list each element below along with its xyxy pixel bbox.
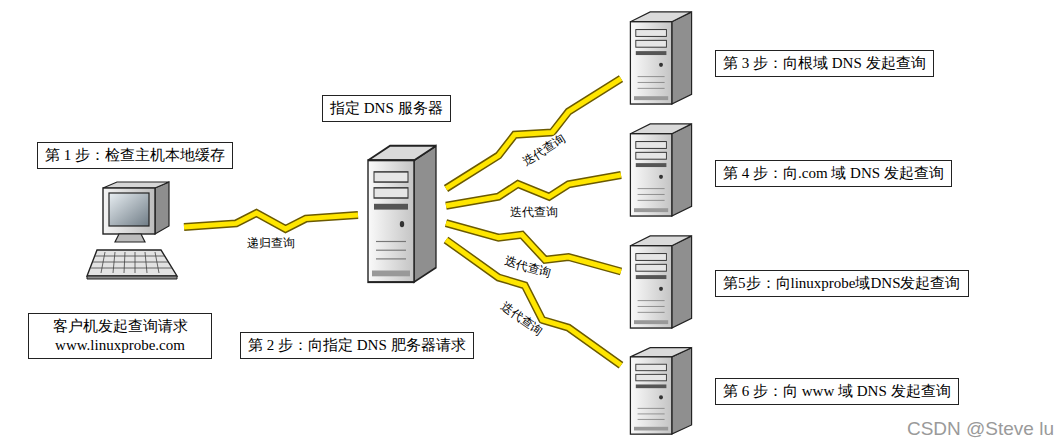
step-label: 第 2 步：向指定 DNS 肥务器请求	[240, 332, 474, 359]
server-icon	[625, 232, 697, 330]
dns-server: 第5步：向linuxprobe域DNS发起查询	[625, 232, 697, 330]
lightning-link	[446, 79, 621, 189]
step-label: 客户机发起查询请求 www.linuxprobe.com	[28, 313, 212, 359]
edge-label: 迭代查询	[501, 253, 555, 280]
server-icon	[362, 140, 442, 285]
dns-server: 指定 DNS 服务器第 2 步：向指定 DNS 肥务器请求	[362, 140, 442, 285]
edge-label: 迭代查询	[508, 205, 560, 219]
dns-server: 第 6 步：向 www 域 DNS 发起查询	[625, 344, 697, 436]
dns-server: 第 3 步：向根域 DNS 发起查询	[625, 8, 697, 106]
step-label: 第 3 步：向根域 DNS 发起查询	[715, 50, 934, 77]
step-label: 第5步：向linuxprobe域DNS发起查询	[715, 270, 969, 297]
server-icon	[625, 8, 697, 106]
server-icon	[625, 120, 697, 218]
server-icon	[625, 344, 697, 436]
step-label: 指定 DNS 服务器	[322, 95, 451, 122]
lightning-link	[184, 213, 358, 229]
watermark: CSDN @Steve lu	[907, 418, 1054, 440]
edge-label: 迭代查询	[497, 298, 547, 340]
edge-label: 递归查询	[245, 236, 297, 250]
client-computer: 第 1 步：检查主机本地缓存客户机发起查询请求 www.linuxprobe.c…	[85, 180, 180, 280]
step-label: 第 6 步：向 www 域 DNS 发起查询	[715, 378, 959, 405]
computer-icon	[85, 180, 180, 280]
step-label: 第 4 步：向.com 域 DNS 发起查询	[715, 160, 952, 187]
step-label: 第 1 步：检查主机本地缓存	[37, 142, 233, 169]
lightning-link	[446, 175, 621, 206]
edge-label: 迭代查询	[518, 131, 569, 170]
dns-server: 第 4 步：向.com 域 DNS 发起查询	[625, 120, 697, 218]
